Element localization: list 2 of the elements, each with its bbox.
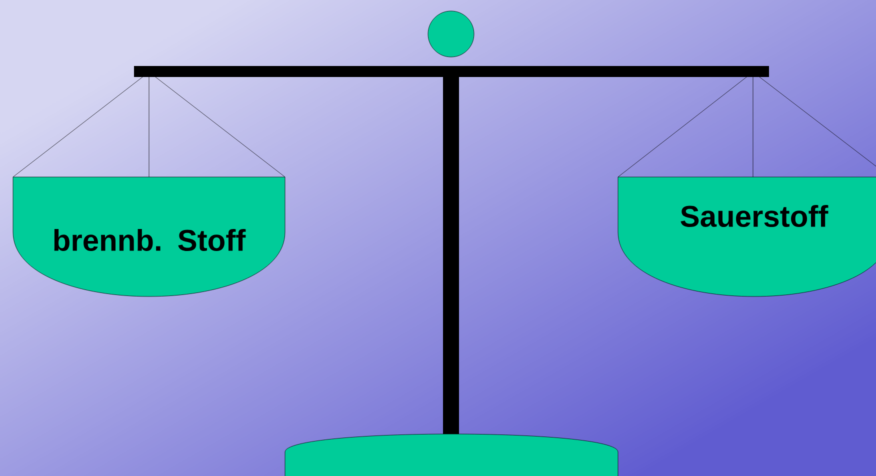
scale-pan: brennb. Stoff [12,176,286,297]
scale-pan: Sauerstoff [618,176,876,297]
